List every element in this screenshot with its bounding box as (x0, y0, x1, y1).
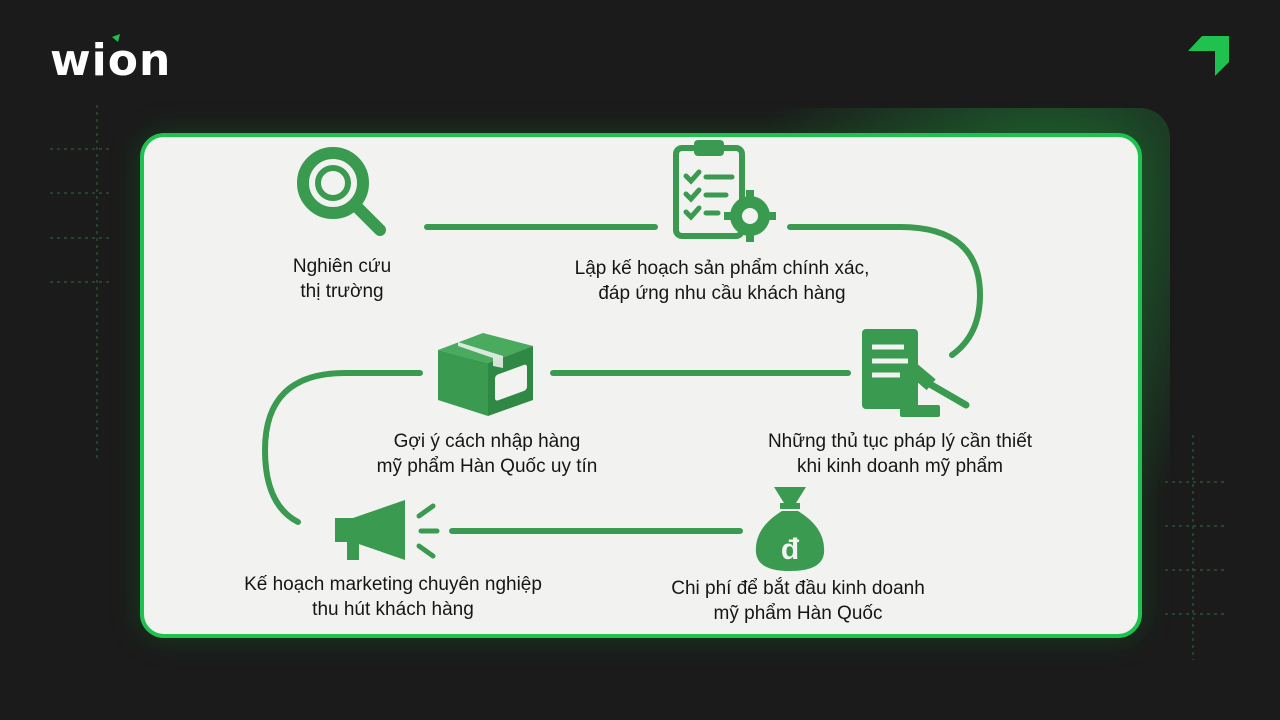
label-line: mỹ phẩm Hàn Quốc uy tín (376, 456, 598, 477)
clipboard-gear-icon (673, 140, 776, 242)
label-line: mỹ phẩm Hàn Quốc (713, 603, 883, 624)
step-label-startup-costs: Chi phí để bắt đầu kinh doanh mỹ phẩm Hàn… (671, 576, 925, 626)
step-label-marketing-plan: Kế hoạch marketing chuyên nghiệp thu hút … (244, 572, 542, 622)
wion-logo: wion (50, 36, 171, 86)
logo-text: wion (50, 35, 172, 86)
step-label-import-goods: Gợi ý cách nhập hàng mỹ phẩm Hàn Quốc uy … (377, 429, 598, 479)
search-icon (297, 147, 386, 236)
connector-2-3 (787, 224, 984, 358)
label-line: đáp ứng nhu cầu khách hàng (598, 283, 846, 304)
label-line: Kế hoạch marketing chuyên nghiệp (244, 574, 542, 595)
step-label-market-research: Nghiên cứu thị trường (293, 254, 391, 304)
box-money-icon (438, 333, 533, 416)
label-line: Lập kế hoạch sản phẩm chính xác, (574, 258, 870, 279)
label-line: thị trường (300, 281, 384, 302)
roadmap-card (140, 133, 1142, 638)
logo-accent-icon (112, 34, 120, 42)
decorative-grid-right (1165, 435, 1225, 660)
label-line: thu hút khách hàng (312, 599, 474, 620)
legal-document-gavel-icon (862, 329, 970, 417)
label-line: Chi phí để bắt đầu kinh doanh (671, 578, 925, 599)
label-line: khi kinh doanh mỹ phẩm (797, 456, 1003, 477)
dong-symbol: đ (781, 533, 800, 566)
label-line: Gợi ý cách nhập hàng (393, 431, 581, 452)
money-bag-icon: đ (755, 487, 825, 571)
decorative-grid-left (50, 105, 112, 460)
label-line: Nghiên cứu (292, 256, 392, 277)
megaphone-icon (335, 500, 440, 560)
step-label-product-plan: Lập kế hoạch sản phẩm chính xác, đáp ứng … (575, 256, 870, 306)
step-label-legal-procedures: Những thủ tục pháp lý cần thiết khi kinh … (768, 429, 1032, 479)
connector-4-6 (261, 370, 423, 525)
corner-arrow-icon (1188, 36, 1229, 76)
label-line: Những thủ tục pháp lý cần thiết (767, 431, 1033, 452)
